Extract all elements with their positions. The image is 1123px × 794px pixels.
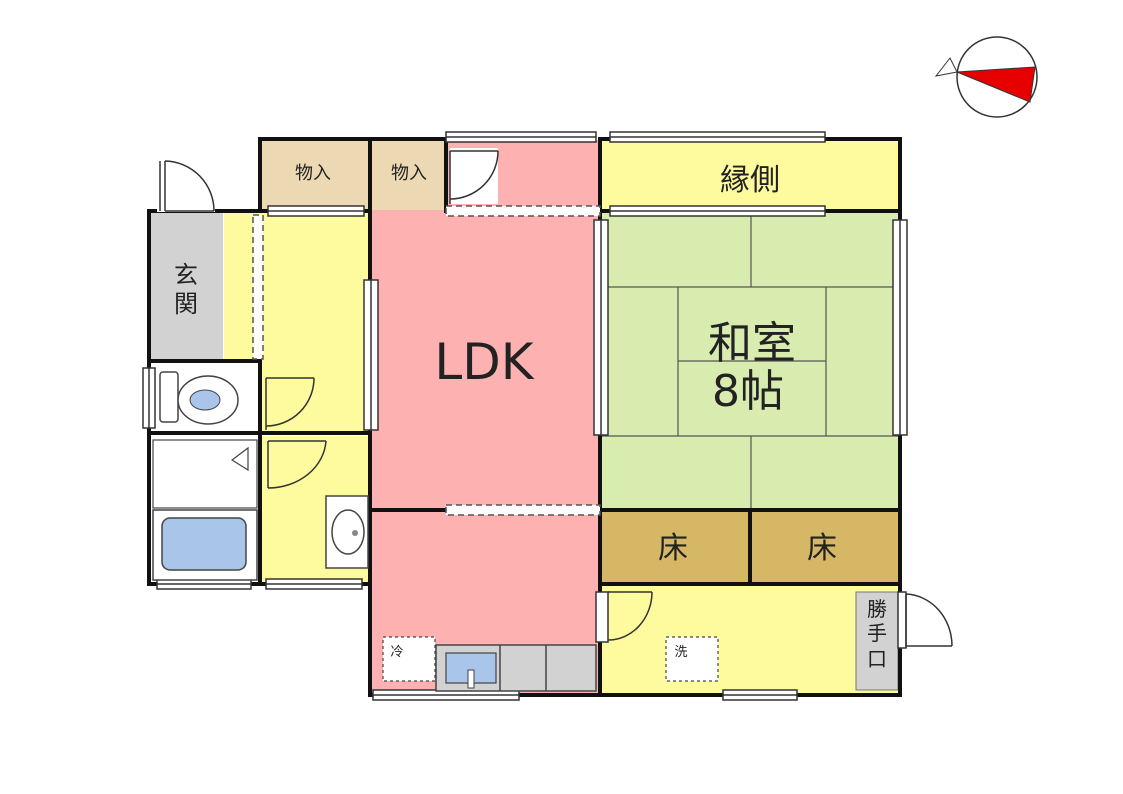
washitsu-size-label: 8帖: [712, 366, 784, 417]
kitchen-counter: [435, 644, 597, 692]
katteguchi-label-1: 勝: [867, 597, 887, 621]
genkan-label-1: 玄: [174, 261, 198, 289]
toilet-fixture: [159, 371, 239, 425]
washitsu-label: 和室: [708, 318, 796, 369]
katteguchi-label-3: 口: [867, 647, 887, 671]
toko-label-2: 床: [807, 531, 837, 566]
genkan-label-2: 関: [174, 290, 198, 318]
storage-right: [372, 140, 446, 210]
sliding-partitions: [252, 205, 601, 516]
ldk-room: [372, 140, 600, 693]
vanity-sink: [325, 495, 369, 569]
toko-label-1: 床: [658, 531, 688, 566]
monoire-label-2: 物入: [391, 163, 427, 184]
toko-right: [751, 511, 898, 584]
doors: [157, 148, 953, 649]
fridge-label: 冷: [390, 645, 403, 660]
windows: [142, 131, 908, 701]
katteguchi: [855, 591, 899, 691]
engawa-room: [602, 140, 898, 212]
washroom: [602, 585, 898, 693]
tatami-lines: [602, 213, 898, 510]
genkan: [150, 213, 223, 360]
washer-space: [665, 636, 719, 682]
north-arrow-icon: [934, 36, 1038, 118]
washer-label: 洗: [674, 645, 687, 660]
monoire-label-1: 物入: [295, 163, 331, 184]
engawa-label: 縁側: [720, 163, 780, 198]
ldk-label: LDK: [434, 333, 534, 391]
fridge-space: [382, 636, 436, 682]
storage-left: [261, 140, 369, 210]
toko-left: [602, 511, 750, 584]
bathtub: [152, 439, 258, 581]
katteguchi-label-2: 手: [867, 621, 887, 645]
